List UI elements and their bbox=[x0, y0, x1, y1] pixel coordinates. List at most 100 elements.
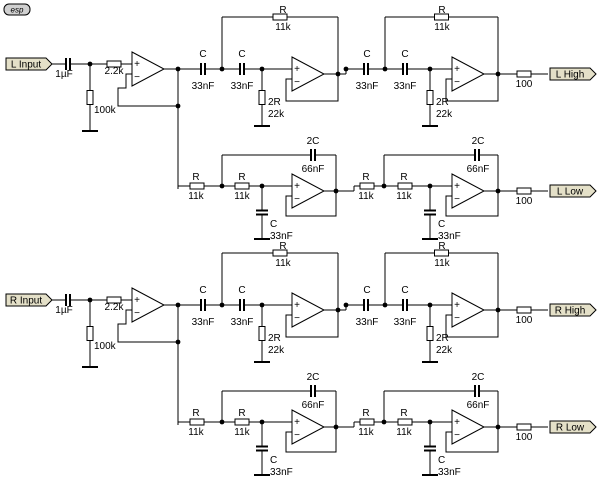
capacitor-value: 33nF bbox=[192, 317, 215, 328]
resistor-value: 11k bbox=[188, 427, 204, 438]
capacitor bbox=[424, 186, 436, 239]
junction-dot bbox=[335, 307, 341, 313]
capacitor-name: C bbox=[363, 49, 370, 60]
output-resistor-label: 100 bbox=[516, 432, 533, 443]
junction-dot bbox=[175, 339, 181, 345]
capacitor bbox=[256, 186, 268, 239]
capacitor-value: 33nF bbox=[394, 317, 417, 328]
capacitor bbox=[308, 385, 318, 397]
left-channel-circuit: L Input1µF100k2.2k+−C33nFC33nFR11k2R22k+… bbox=[5, 5, 597, 242]
capacitor bbox=[392, 299, 418, 311]
wire bbox=[445, 191, 499, 217]
low-output-port: L Low bbox=[549, 184, 597, 198]
resistor-value: 11k bbox=[234, 427, 250, 438]
capacitor-name: C bbox=[438, 455, 445, 466]
input-resistor-label: 2.2k bbox=[105, 66, 125, 77]
resistor-value: 11k bbox=[396, 191, 412, 202]
resistor-body bbox=[516, 70, 532, 78]
resistor-body bbox=[106, 296, 122, 304]
resistor bbox=[426, 69, 434, 126]
resistor-body bbox=[397, 418, 413, 426]
noninverting-pin-sign: + bbox=[454, 417, 460, 428]
port-label: R Input bbox=[10, 296, 42, 307]
wire bbox=[445, 427, 499, 453]
resistor bbox=[354, 182, 380, 190]
capacitor-name: C bbox=[438, 219, 445, 230]
capacitor-value: 33nF bbox=[356, 317, 379, 328]
op-amp: +− bbox=[291, 56, 326, 92]
input-cap-label: 1µF bbox=[55, 69, 72, 80]
resistor-value: 11k bbox=[358, 191, 374, 202]
junction-dot bbox=[495, 71, 501, 77]
wire bbox=[445, 74, 499, 102]
inverting-pin-sign: − bbox=[294, 430, 300, 441]
inverting-pin-sign: − bbox=[294, 194, 300, 205]
resistor bbox=[385, 13, 498, 21]
resistor-name: R bbox=[279, 5, 286, 16]
capacitor bbox=[354, 63, 378, 75]
resistor-body bbox=[397, 182, 413, 190]
junction-dot bbox=[343, 302, 349, 308]
inverting-pin-sign: − bbox=[454, 430, 460, 441]
resistor-value: 11k bbox=[434, 258, 450, 269]
resistor-body bbox=[272, 249, 288, 257]
resistor bbox=[258, 69, 266, 126]
port-label: R High bbox=[555, 306, 586, 317]
resistor-name: R bbox=[362, 408, 369, 419]
resistor-body bbox=[434, 13, 449, 21]
noninverting-pin-sign: + bbox=[294, 181, 300, 192]
capacitor bbox=[354, 299, 378, 311]
input-port: R Input bbox=[5, 293, 53, 307]
capacitor-name: C bbox=[270, 219, 277, 230]
resistor bbox=[222, 249, 338, 257]
op-amp: +− bbox=[451, 56, 486, 92]
resistor-value: 11k bbox=[275, 258, 291, 269]
noninverting-pin-sign: + bbox=[454, 64, 460, 75]
bias-resistor-label: 100k bbox=[94, 341, 117, 352]
resistor-name: 2R bbox=[436, 97, 449, 108]
resistor-value: 11k bbox=[434, 22, 450, 33]
resistor bbox=[178, 182, 216, 190]
op-amp-body bbox=[451, 292, 486, 328]
resistor-body bbox=[258, 90, 266, 105]
port-body bbox=[549, 184, 597, 198]
op-amp: +− bbox=[451, 409, 486, 445]
resistor-body bbox=[234, 418, 250, 426]
resistor-value: 11k bbox=[188, 191, 204, 202]
resistor-body bbox=[234, 182, 250, 190]
resistor-value: 22k bbox=[436, 109, 453, 120]
resistor-name: R bbox=[192, 172, 199, 183]
resistor bbox=[508, 187, 540, 195]
right-channel-circuit: R Input1µF100k2.2k+−C33nFC33nFR11k2R22k+… bbox=[5, 241, 597, 478]
wire bbox=[285, 310, 339, 338]
capacitor-name: C bbox=[199, 285, 206, 296]
resistor bbox=[258, 305, 266, 362]
junction-dot bbox=[495, 188, 501, 194]
wire bbox=[285, 191, 337, 217]
capacitor-name: 2C bbox=[307, 372, 320, 383]
capacitor-value: 33nF bbox=[438, 467, 461, 478]
input-cap-label: 1µF bbox=[55, 305, 72, 316]
port-body bbox=[549, 67, 597, 81]
inverting-pin-sign: − bbox=[454, 77, 460, 88]
capacitor-value: 66nF bbox=[302, 400, 325, 411]
low-output-port: R Low bbox=[549, 420, 597, 434]
junction-dot bbox=[495, 307, 501, 313]
capacitor-value: 33nF bbox=[356, 81, 379, 92]
output-resistor-label: 100 bbox=[516, 196, 533, 207]
op-amp: +− bbox=[291, 173, 326, 209]
junction-dot bbox=[333, 424, 339, 430]
output-resistor-label: 100 bbox=[516, 315, 533, 326]
resistor bbox=[508, 70, 540, 78]
resistor-value: 11k bbox=[234, 191, 250, 202]
input-port: L Input bbox=[5, 57, 53, 71]
resistor bbox=[508, 306, 540, 314]
junction-dot bbox=[335, 71, 341, 77]
port-label: L Low bbox=[557, 187, 584, 198]
resistor-name: R bbox=[238, 408, 245, 419]
resistor-body bbox=[516, 187, 532, 195]
capacitor-name: 2C bbox=[307, 136, 320, 147]
